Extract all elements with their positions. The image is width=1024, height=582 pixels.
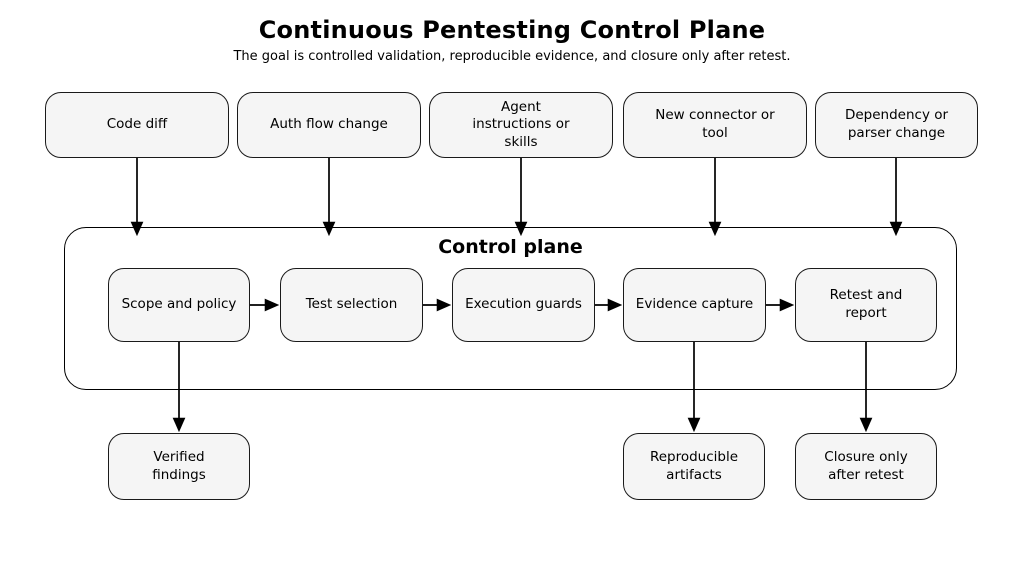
node-reproducible-artifacts: Reproducible artifacts <box>623 433 765 500</box>
node-code-diff: Code diff <box>45 92 229 158</box>
node-agent-instructions-or-skills: Agent instructions or skills <box>429 92 613 158</box>
node-closure-only-after-retest: Closure only after retest <box>795 433 937 500</box>
page-title: Continuous Pentesting Control Plane <box>258 16 766 44</box>
page-subtitle: The goal is controlled validation, repro… <box>233 49 791 64</box>
control-plane-container: Control plane <box>64 227 957 390</box>
node-scope-and-policy: Scope and policy <box>108 268 250 342</box>
node-verified-findings: Verified findings <box>108 433 250 500</box>
control-plane-label: Control plane <box>438 236 583 258</box>
node-auth-flow-change: Auth flow change <box>237 92 421 158</box>
node-new-connector-or-tool: New connector or tool <box>623 92 807 158</box>
node-evidence-capture: Evidence capture <box>623 268 766 342</box>
node-test-selection: Test selection <box>280 268 423 342</box>
node-execution-guards: Execution guards <box>452 268 595 342</box>
node-retest-and-report: Retest and report <box>795 268 937 342</box>
node-dependency-or-parser-change: Dependency or parser change <box>815 92 978 158</box>
